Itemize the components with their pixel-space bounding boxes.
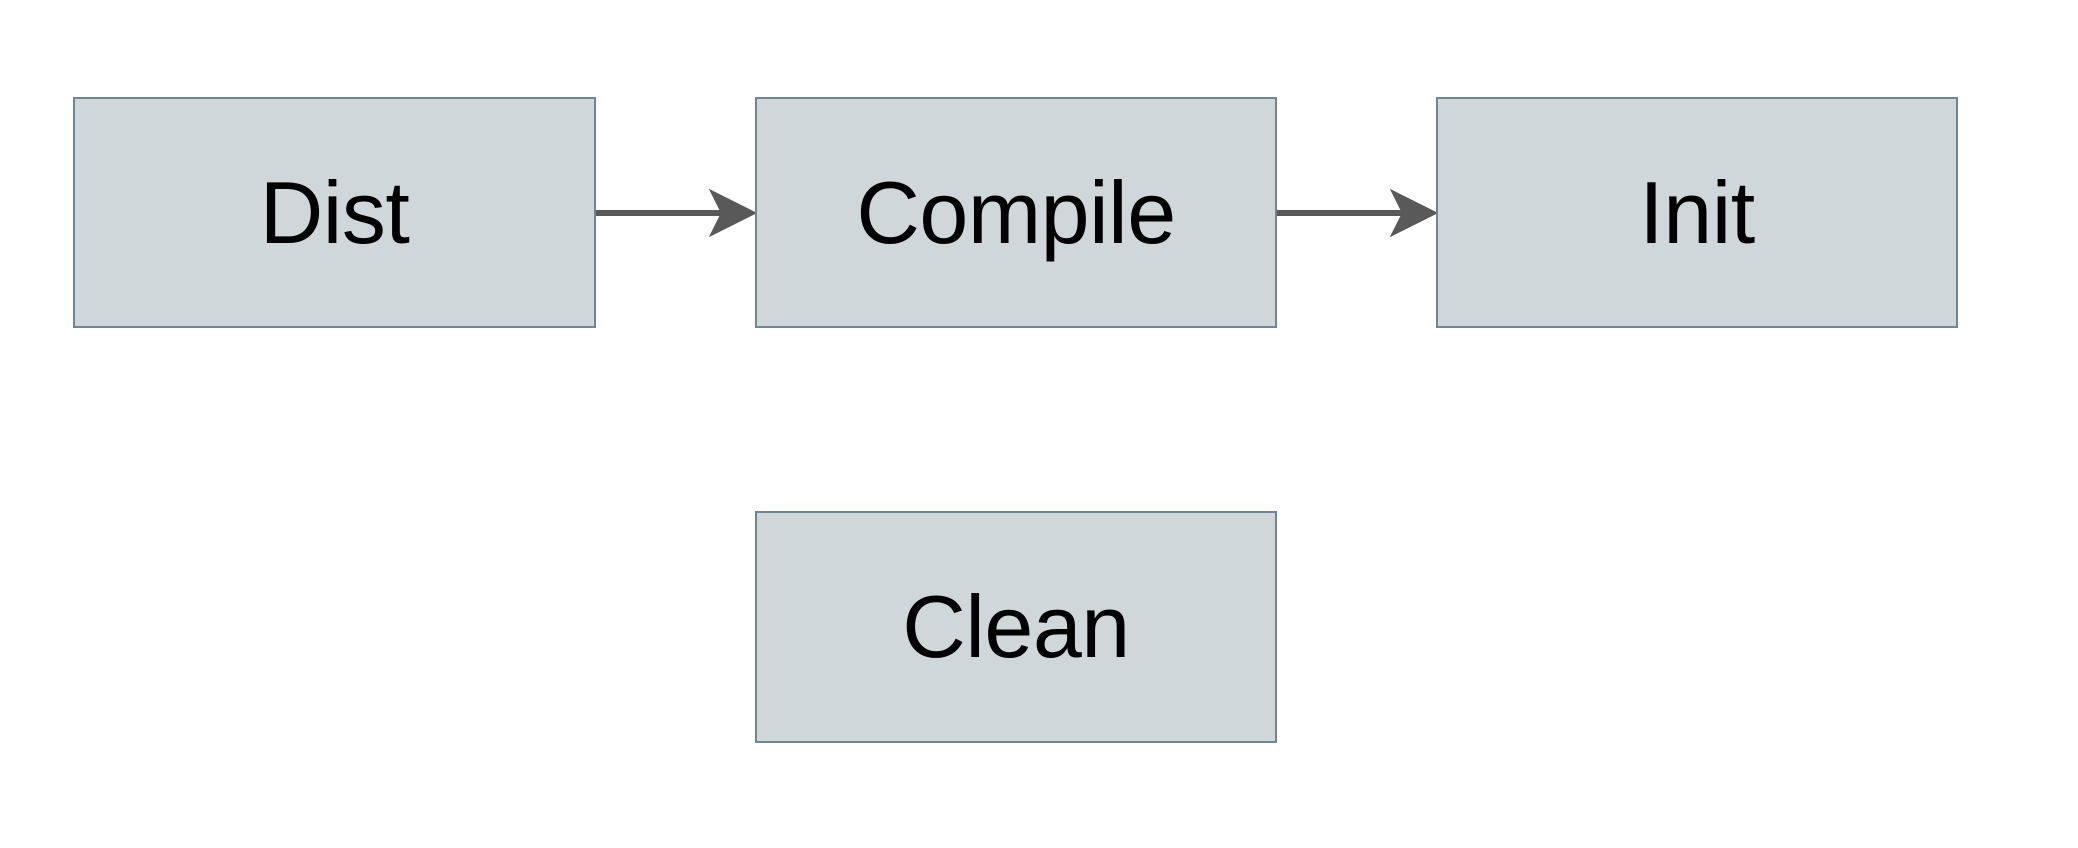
node-clean-label: Clean <box>902 577 1130 676</box>
node-clean[interactable]: Clean <box>755 511 1277 743</box>
node-init[interactable]: Init <box>1436 97 1958 328</box>
node-init-label: Init <box>1639 162 1755 262</box>
node-dist-label: Dist <box>259 162 410 262</box>
node-dist[interactable]: Dist <box>73 97 596 328</box>
node-compile-label: Compile <box>856 162 1176 262</box>
node-compile[interactable]: Compile <box>755 97 1277 328</box>
edge-dist-to-compile[interactable] <box>596 188 758 238</box>
edge-compile-to-init[interactable] <box>1277 188 1439 238</box>
